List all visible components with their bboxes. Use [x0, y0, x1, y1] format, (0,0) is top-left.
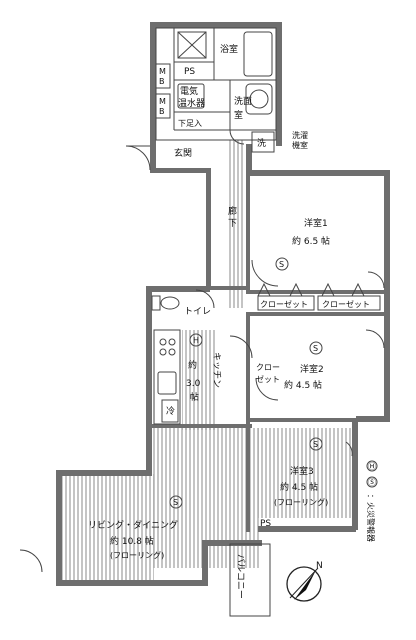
- balcony-outline: [229, 543, 271, 617]
- legend-symbol-s: Ⓢ: [368, 478, 376, 487]
- water-heater-label-2: 温水器: [178, 97, 205, 109]
- svg-text:H: H: [193, 336, 199, 345]
- toilet-label: トイレ: [184, 307, 211, 317]
- mb-boxes: [155, 63, 171, 119]
- western2-size: 約 4.5 帖: [284, 379, 322, 391]
- washroom-label-2: 室: [234, 109, 243, 121]
- western2-name: 洋室2: [300, 363, 324, 375]
- closet-door-marks: [257, 282, 365, 297]
- washer-small-label: 洗: [257, 137, 266, 149]
- ldk-name: リビング・ダイニング: [88, 519, 178, 531]
- kitchen-counter: [153, 329, 181, 425]
- detector-letters: S S S S H: [173, 260, 318, 507]
- mb-top-label-1: M: [159, 67, 166, 76]
- legend-text: ：火災警報器: [366, 494, 376, 542]
- western3-name: 洋室3: [290, 465, 314, 477]
- kitchen-size: 3.0: [186, 379, 201, 389]
- closet2-label: クローゼット: [322, 299, 370, 309]
- compass-north-label: N: [316, 561, 323, 571]
- corridor-label-1: 廊: [228, 205, 237, 217]
- closet3-label-1: クロー: [256, 363, 280, 372]
- toilet-fixture: [151, 295, 180, 311]
- ps-top-label: PS: [184, 67, 195, 77]
- washer-room-label-2: 機室: [292, 140, 308, 150]
- washer-room-label-1: 洗濯: [292, 130, 308, 140]
- kitchen-approx: 約: [188, 359, 197, 371]
- room-labels: 浴室 PS 電気 温水器 洗面 室 M B M B 下足入 玄関 洗 洗濯 機室…: [88, 43, 370, 599]
- detectors: [169, 257, 378, 509]
- western1-size: 約 6.5 帖: [292, 235, 330, 247]
- bathroom-label: 浴室: [220, 43, 238, 55]
- washroom-label-1: 洗面: [234, 95, 252, 107]
- western3-floor: (フローリング): [274, 497, 328, 507]
- mb-bot-label-2: B: [159, 107, 165, 116]
- ldk-floor: (フローリング): [110, 550, 164, 560]
- western3-size: 約 4.5 帖: [280, 481, 318, 493]
- western1-name: 洋室1: [304, 217, 328, 229]
- detector-legend: Ⓗ Ⓢ ：火災警報器: [366, 462, 376, 542]
- doors: [19, 129, 385, 573]
- entrance-label: 玄関: [174, 147, 192, 159]
- water-heater-label-1: 電気: [180, 85, 198, 97]
- ldk-size: 約 10.8 帖: [110, 535, 154, 547]
- ps-bottom-label: PS: [260, 519, 271, 529]
- svg-text:S: S: [173, 498, 178, 507]
- compass: N: [286, 561, 323, 602]
- kitchen-label: キッチン: [211, 352, 222, 388]
- shoe-box-label: 下足入: [178, 119, 202, 128]
- legend-symbol-h: Ⓗ: [368, 462, 376, 471]
- closet1-label: クローゼット: [260, 299, 308, 309]
- corridor-label-2: 下: [228, 219, 237, 229]
- fridge-label: 冷: [166, 405, 175, 417]
- svg-text:S: S: [313, 344, 318, 353]
- svg-text:S: S: [313, 440, 318, 449]
- svg-text:S: S: [279, 260, 284, 269]
- kitchen-unit: 帖: [190, 391, 199, 403]
- mb-top-label-2: B: [159, 77, 165, 86]
- mb-bot-label-1: M: [159, 97, 166, 106]
- walls: [56, 22, 390, 586]
- balcony-label: バルコニー: [235, 554, 246, 599]
- closet3-label-2: ゼット: [256, 374, 280, 384]
